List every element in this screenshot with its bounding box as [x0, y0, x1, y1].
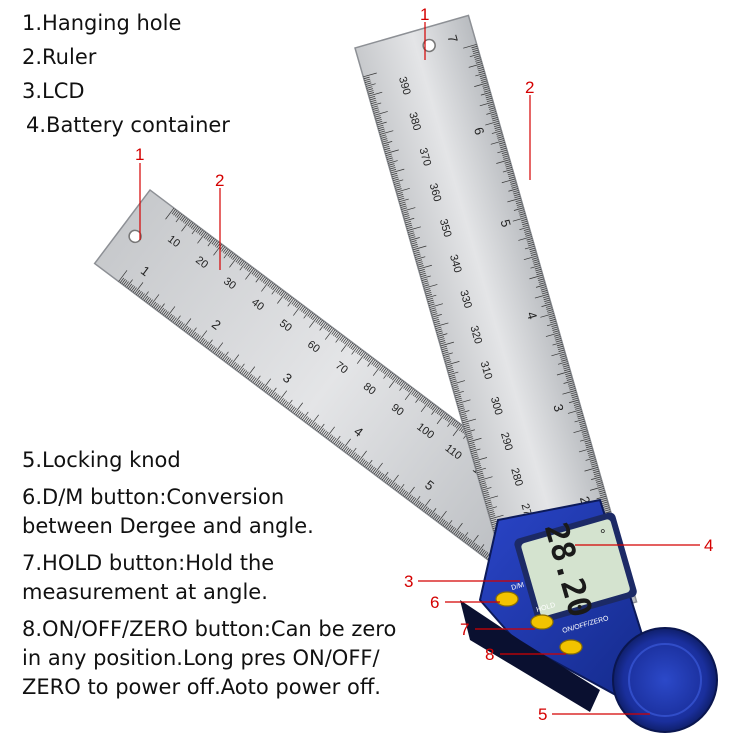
dm-button-label: D/M: [511, 582, 525, 592]
ruler-left-cm-label: 40: [249, 296, 266, 313]
legend-onoff-line1: 8.ON/OFF/ZERO button:Can be zero: [22, 617, 397, 641]
ruler-right-cm-label: 340: [447, 253, 464, 274]
legend-item-ruler: 2.Ruler: [22, 45, 97, 69]
legend-item-dm-button: 6.D/M button:Conversion between Dergee a…: [22, 483, 396, 541]
legend-top: 1.Hanging hole 2.Ruler 3.LCD 4.Battery c…: [22, 6, 230, 142]
ruler-left-cm-label: 80: [361, 381, 378, 398]
callout-2-right: 2: [525, 78, 534, 97]
legend-hold-line2: measurement at angle.: [22, 580, 268, 604]
ruler-right-cm-label: 390: [396, 75, 413, 96]
callout-6: 6: [430, 593, 439, 612]
ruler-right-cm-label: 300: [488, 395, 505, 416]
ruler-right-inch-label: 2: [577, 495, 593, 506]
callout-7: 7: [460, 620, 469, 639]
ruler-right-inch-label: 5: [497, 218, 513, 229]
callout-1-left: 1: [135, 145, 144, 164]
ruler-right-inch-label: 6: [471, 125, 487, 136]
onoff-zero-button[interactable]: [559, 639, 583, 655]
legend-item-hold-button: 7.HOLD button:Hold the measurement at an…: [22, 549, 396, 607]
ruler-left-cm-label: 30: [221, 275, 238, 292]
ruler-right-labels: 3903803703603503403303203103002902802702…: [396, 33, 593, 594]
legend-bottom: 5.Locking knod 6.D/M button:Conversion b…: [22, 446, 396, 710]
ruler-left-cm-label: 70: [333, 360, 350, 377]
lcd-screen: 28.20 °: [514, 512, 637, 624]
ruler-right-cm-label: 380: [406, 111, 423, 132]
callout-1-right: 1: [420, 5, 429, 24]
housing-shadow: [460, 600, 600, 712]
ruler-right-inch-label: 7: [445, 33, 461, 44]
ruler-right-cm-label: 370: [416, 147, 433, 168]
legend-dm-line2: between Dergee and angle.: [22, 514, 314, 538]
hold-button[interactable]: [530, 614, 554, 630]
ruler-left-cm-label: 20: [193, 254, 210, 271]
callout-3: 3: [404, 572, 413, 591]
lcd-degree-symbol: °: [599, 525, 609, 542]
callout-8: 8: [485, 645, 494, 664]
ruler-right-cm-label: 310: [478, 360, 495, 381]
callout-lines: [139, 22, 700, 715]
lcd-housing: 28.20 ° D/M HOLD ON/OFF/ZERO: [460, 498, 652, 712]
legend-item-battery: 4.Battery container: [26, 113, 230, 137]
legend-item-onoff-button: 8.ON/OFF/ZERO button:Can be zero in any …: [22, 615, 396, 702]
ruler-right-inch-label: 3: [550, 402, 566, 413]
hanging-hole-right: [422, 38, 436, 53]
ruler-right-cm-label: 350: [437, 218, 454, 239]
ruler-right-cm-label: 360: [427, 182, 444, 203]
legend-item-locking-knob: 5.Locking knod: [22, 448, 181, 472]
ruler-right-cm-label: 330: [457, 289, 474, 310]
legend-onoff-line3: ZERO to power off.Aoto power off.: [22, 675, 381, 699]
ruler-right-cm-label: 320: [467, 324, 484, 345]
callout-5: 5: [538, 705, 547, 724]
ruler-left-cm-label: 60: [305, 338, 322, 355]
legend-hold-line1: 7.HOLD button:Hold the: [22, 551, 275, 575]
ruler-right-cm-label: 280: [508, 467, 525, 488]
ruler-left-cm-label: 50: [277, 317, 294, 334]
ruler-right-inch-label: 4: [524, 310, 540, 321]
callout-2-left: 2: [215, 171, 224, 190]
legend-onoff-line2: in any position.Long pres ON/OFF/: [22, 646, 380, 670]
legend-item-hanging-hole: 1.Hanging hole: [22, 11, 182, 35]
locking-knob[interactable]: [612, 627, 718, 733]
legend-dm-line1: 6.D/M button:Conversion: [22, 485, 285, 509]
callout-4: 4: [704, 536, 713, 555]
dm-button[interactable]: [495, 591, 519, 607]
ruler-right-cm-label: 290: [498, 431, 515, 452]
ruler-left-cm-label: 90: [389, 402, 406, 419]
legend-item-lcd: 3.LCD: [22, 79, 85, 103]
ruler-left-cm-label: 10: [165, 233, 182, 250]
